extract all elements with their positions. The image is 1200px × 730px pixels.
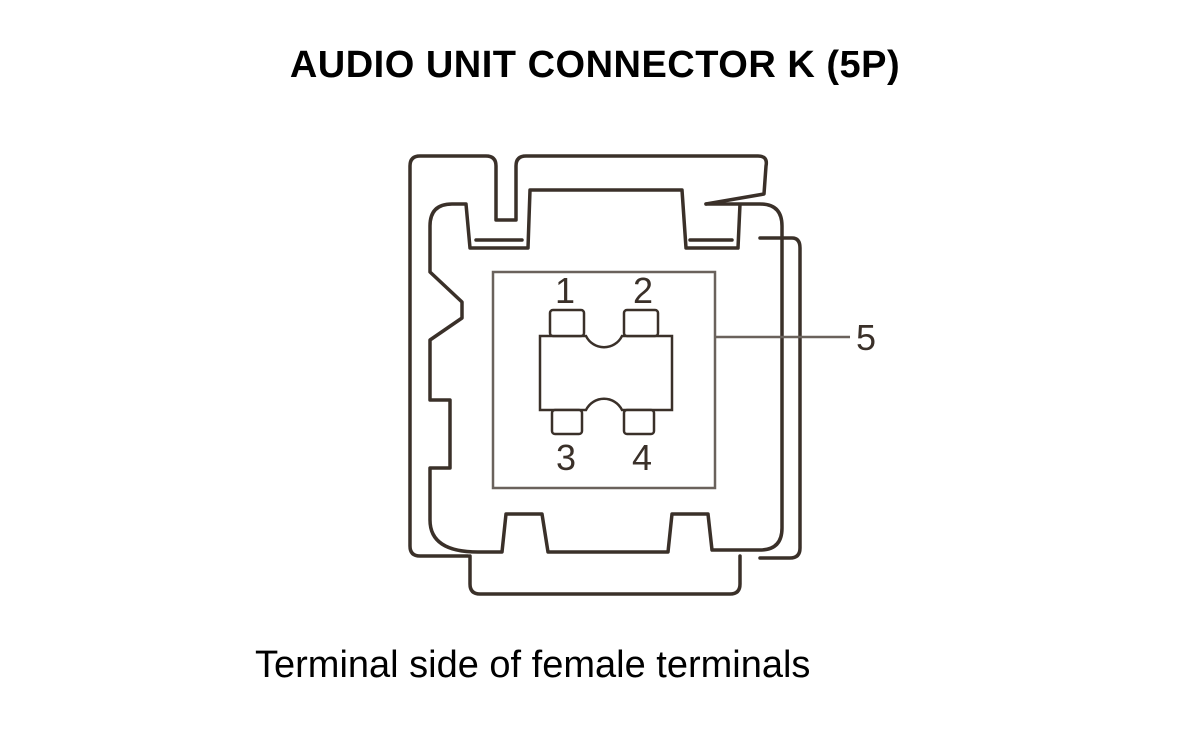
diagram-caption: Terminal side of female terminals [255, 644, 811, 686]
housing-outer-shell [408, 154, 769, 558]
terminal-3 [550, 408, 584, 436]
terminal-face [491, 270, 717, 490]
terminal-1 [548, 308, 586, 338]
housing-bottom-tab [468, 554, 742, 596]
terminal-2 [622, 308, 660, 338]
housing-back-outline [758, 236, 802, 560]
pin-1-label: 1 [555, 270, 575, 311]
diagram-title: AUDIO UNIT CONNECTOR K (5P) [289, 44, 901, 86]
housing-inner-wall [428, 188, 784, 554]
terminal-block [538, 334, 674, 412]
pin-5-label: 5 [856, 317, 876, 358]
pin-3-label: 3 [556, 437, 576, 478]
pin-2-label: 2 [633, 270, 653, 311]
terminal-4 [622, 408, 656, 436]
pin-4-label: 4 [632, 437, 652, 478]
